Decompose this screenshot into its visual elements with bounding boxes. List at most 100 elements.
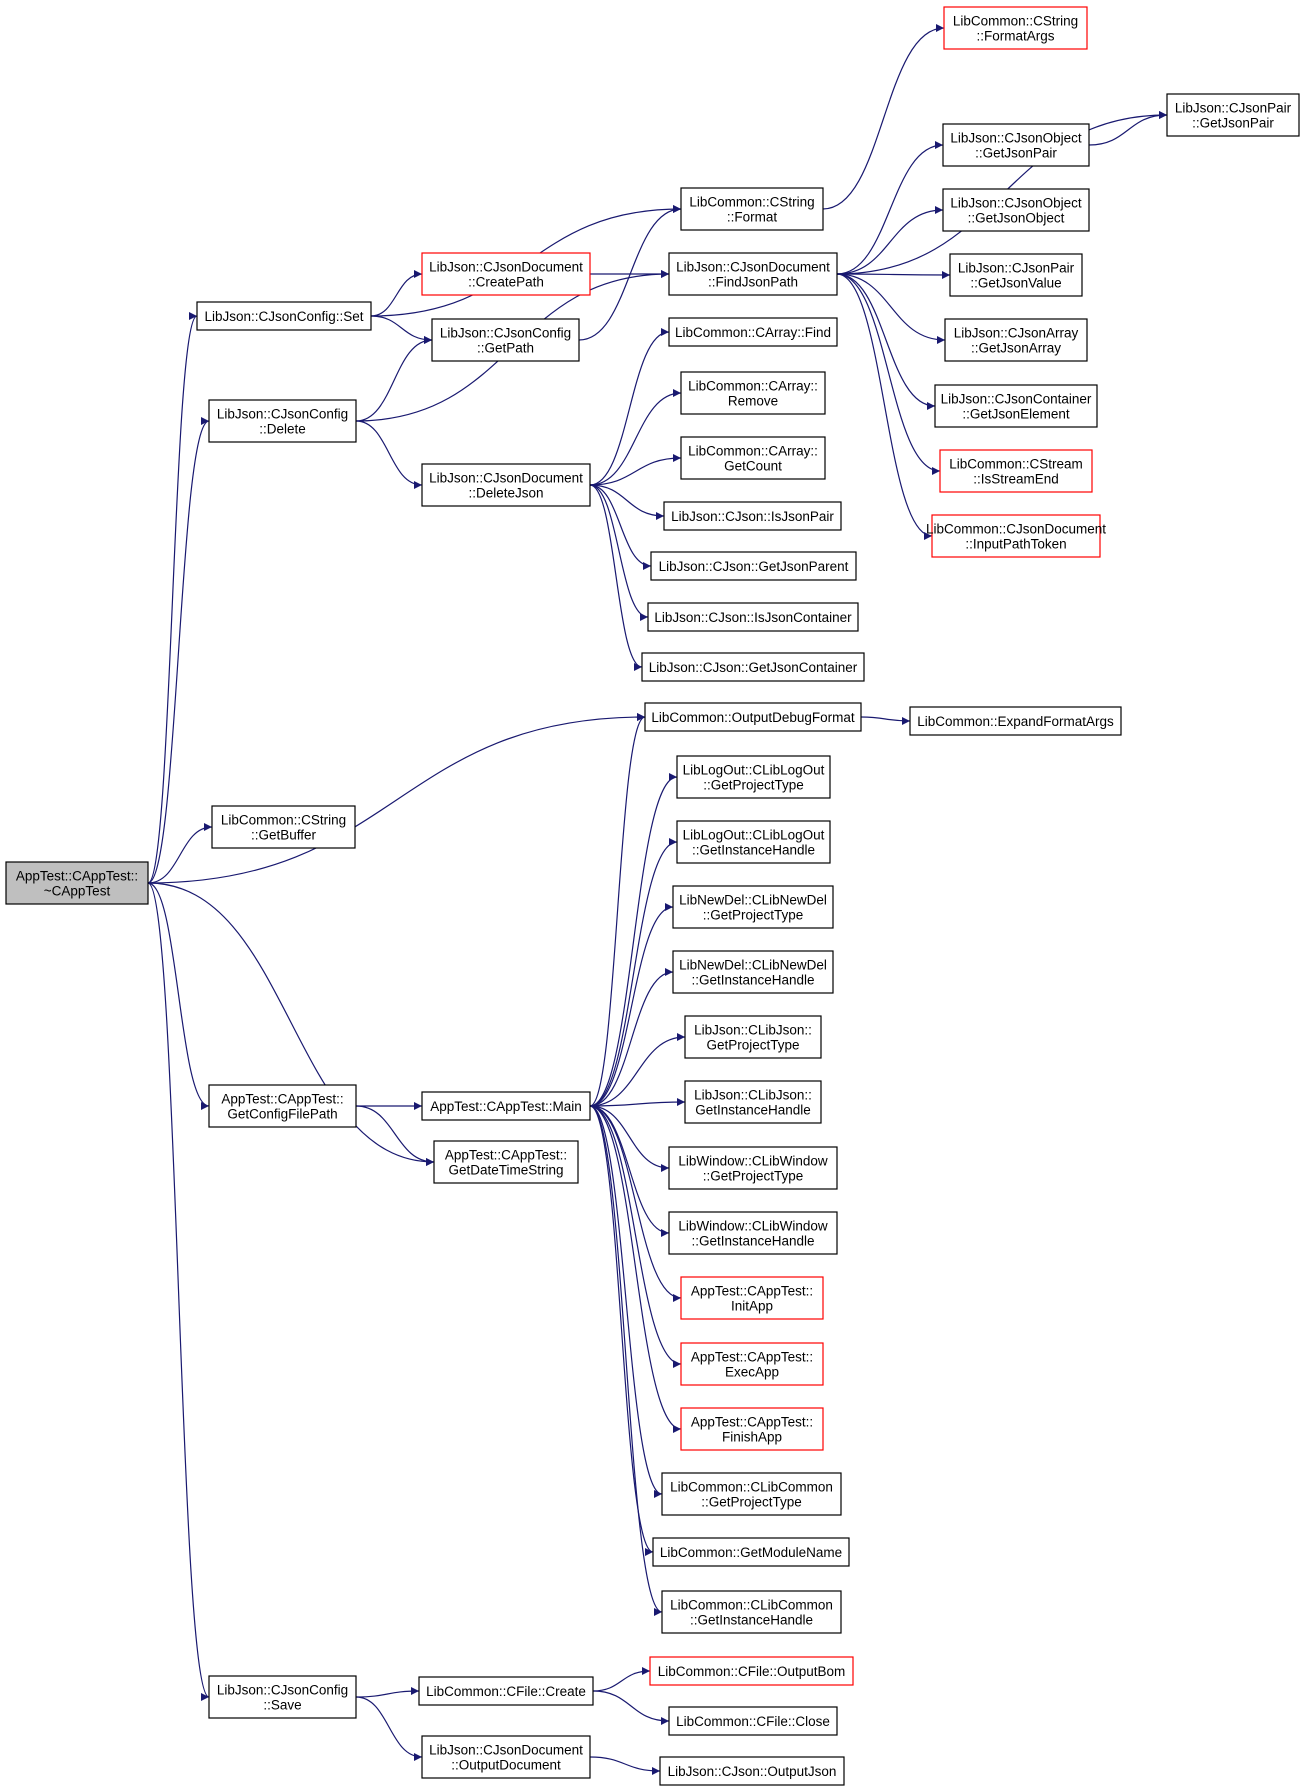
node-label: AppTest::CAppTest::: [691, 1284, 813, 1299]
node-label: LibJson::CJsonDocument: [429, 471, 583, 486]
node-ndproj[interactable]: LibNewDel::CLibNewDel::GetProjectType: [672, 885, 834, 929]
node-label: GetDateTimeString: [448, 1163, 563, 1178]
node-wininst[interactable]: LibWindow::CLibWindow::GetInstanceHandle: [668, 1211, 838, 1255]
node-outputjson[interactable]: LibJson::CJson::OutputJson: [659, 1756, 845, 1786]
node-label: ::GetJsonPair: [975, 146, 1057, 161]
node-label: ::InputPathToken: [965, 537, 1066, 552]
node-label: ::GetJsonElement: [962, 407, 1070, 422]
edge-deletejson-to-arrfind: [589, 328, 670, 486]
node-label: LibJson::CJsonObject: [950, 196, 1082, 211]
edge-root-to-getdatetime: [147, 882, 435, 1166]
node-label: LibJson::CLibJson::: [694, 1088, 812, 1103]
node-getjsonparent[interactable]: LibJson::CJson::GetJsonParent: [650, 551, 857, 581]
node-isstreamend[interactable]: LibCommon::CStream::IsStreamEnd: [939, 449, 1093, 493]
node-label: LibJson::CJson::GetJsonContainer: [649, 660, 858, 675]
node-box: [680, 1342, 824, 1386]
node-label: ::GetJsonObject: [968, 211, 1065, 226]
node-label: LibWindow::CLibWindow: [678, 1219, 828, 1234]
node-label: LibCommon::CString: [689, 195, 814, 210]
edge-format-to-formatargs: [822, 24, 945, 210]
node-loginst[interactable]: LibLogOut::CLibLogOut::GetInstanceHandle: [676, 820, 831, 864]
edge-root-to-odf: [147, 713, 646, 884]
node-lcproj[interactable]: LibCommon::CLibCommon::GetProjectType: [661, 1472, 842, 1516]
node-createpath[interactable]: LibJson::CJsonDocument::CreatePath: [421, 252, 591, 296]
node-ljinst[interactable]: LibJson::CLibJson::GetInstanceHandle: [684, 1080, 822, 1124]
node-getdatetime[interactable]: AppTest::CAppTest::GetDateTimeString: [433, 1140, 579, 1184]
edge-set-to-getpath: [370, 315, 433, 344]
node-box: [684, 1080, 822, 1124]
edge-deletejson-to-isjsonpair: [589, 484, 665, 520]
node-filecreate[interactable]: LibCommon::CFile::Create: [418, 1676, 594, 1706]
node-ljproj[interactable]: LibJson::CLibJson::GetProjectType: [684, 1015, 822, 1059]
node-formatargs[interactable]: LibCommon::CString::FormatArgs: [943, 6, 1088, 50]
node-getpath[interactable]: LibJson::CJsonConfig::GetPath: [431, 318, 580, 362]
node-modname[interactable]: LibCommon::GetModuleName: [652, 1537, 850, 1567]
node-label: ::CreatePath: [468, 275, 544, 290]
node-label: ExecApp: [725, 1365, 779, 1380]
node-expandfmt[interactable]: LibCommon::ExpandFormatArgs: [909, 706, 1122, 736]
node-getjsonpair[interactable]: LibJson::CJsonPair::GetJsonPair: [1166, 93, 1300, 137]
node-fileclose[interactable]: LibCommon::CFile::Close: [668, 1706, 838, 1736]
node-label: AppTest::CAppTest::: [16, 869, 138, 884]
edge-findjsonpath-to-pairgetvalue: [836, 270, 951, 279]
edge-findjsonpath-to-inputpath: [836, 273, 933, 540]
node-save[interactable]: LibJson::CJsonConfig::Save: [208, 1675, 357, 1719]
node-box: [668, 1211, 838, 1255]
edge-odf-to-expandfmt: [860, 716, 911, 725]
node-getjsoncontainer[interactable]: LibJson::CJson::GetJsonContainer: [641, 652, 865, 682]
node-box: [676, 820, 831, 864]
node-box: [661, 1590, 842, 1634]
node-box: [668, 1146, 838, 1190]
node-box: [421, 252, 591, 296]
node-arrgetarr[interactable]: LibJson::CJsonArray::GetJsonArray: [944, 318, 1088, 362]
node-label: LibNewDel::CLibNewDel: [679, 893, 827, 908]
node-box: [672, 950, 834, 994]
node-findjsonpath[interactable]: LibJson::CJsonDocument::FindJsonPath: [668, 252, 838, 296]
node-label: FinishApp: [722, 1430, 782, 1445]
node-label: LibJson::CJsonContainer: [941, 392, 1092, 407]
node-label: Remove: [728, 394, 778, 409]
node-logproj[interactable]: LibLogOut::CLibLogOut::GetProjectType: [676, 755, 831, 799]
node-ndinst[interactable]: LibNewDel::CLibNewDel::GetInstanceHandle: [672, 950, 834, 994]
node-lcinst[interactable]: LibCommon::CLibCommon::GetInstanceHandle: [661, 1590, 842, 1634]
node-outputdoc[interactable]: LibJson::CJsonDocument::OutputDocument: [421, 1735, 591, 1779]
node-root[interactable]: AppTest::CAppTest::~CAppTest: [5, 861, 149, 905]
node-arrremove[interactable]: LibCommon::CArray::Remove: [680, 371, 826, 415]
node-arrfind[interactable]: LibCommon::CArray::Find: [668, 317, 838, 347]
node-getconfig[interactable]: AppTest::CAppTest::GetConfigFilePath: [208, 1084, 357, 1128]
node-label: ::GetInstanceHandle: [691, 1234, 814, 1249]
node-label: LibJson::CJsonObject: [950, 131, 1082, 146]
node-outputbom[interactable]: LibCommon::CFile::OutputBom: [649, 1656, 854, 1686]
node-box: [931, 514, 1101, 558]
node-box: [943, 6, 1088, 50]
node-main[interactable]: AppTest::CAppTest::Main: [421, 1091, 591, 1121]
node-format[interactable]: LibCommon::CString::Format: [680, 187, 824, 231]
node-finishapp[interactable]: AppTest::CAppTest::FinishApp: [680, 1407, 824, 1451]
node-label: ::GetProjectType: [701, 1495, 802, 1510]
node-label: LibJson::CJsonConfig: [217, 1683, 348, 1698]
edge-main-to-initapp: [589, 1105, 682, 1302]
node-deletejson[interactable]: LibJson::CJsonDocument::DeleteJson: [421, 463, 591, 507]
node-pairgetvalue[interactable]: LibJson::CJsonPair::GetJsonValue: [949, 253, 1083, 297]
node-odf[interactable]: LibCommon::OutputDebugFormat: [644, 702, 862, 732]
node-set[interactable]: LibJson::CJsonConfig::Set: [196, 301, 372, 331]
node-label: ::GetBuffer: [251, 828, 317, 843]
node-initapp[interactable]: AppTest::CAppTest::InitApp: [680, 1276, 824, 1320]
node-arrcount[interactable]: LibCommon::CArray::GetCount: [680, 436, 826, 480]
node-box: [431, 318, 580, 362]
node-getbuffer[interactable]: LibCommon::CString::GetBuffer: [211, 805, 356, 849]
node-label: LibJson::CJsonPair: [958, 261, 1075, 276]
edge-main-to-ljinst: [589, 1098, 686, 1107]
node-objgetobj[interactable]: LibJson::CJsonObject::GetJsonObject: [942, 188, 1090, 232]
node-objgetpair[interactable]: LibJson::CJsonObject::GetJsonPair: [942, 123, 1090, 167]
node-label: LibCommon::CString: [953, 14, 1078, 29]
node-label: LibCommon::CArray::: [688, 444, 818, 459]
node-isjsonpair[interactable]: LibJson::CJson::IsJsonPair: [663, 501, 842, 531]
node-delete[interactable]: LibJson::CJsonConfig::Delete: [208, 399, 357, 443]
node-contgetelem[interactable]: LibJson::CJsonContainer::GetJsonElement: [934, 384, 1098, 428]
node-box: [1166, 93, 1300, 137]
node-isjsoncontainer[interactable]: LibJson::CJson::IsJsonContainer: [647, 602, 859, 632]
node-inputpath[interactable]: LibCommon::CJsonDocument::InputPathToken: [926, 514, 1106, 558]
node-execapp[interactable]: AppTest::CAppTest::ExecApp: [680, 1342, 824, 1386]
node-winproj[interactable]: LibWindow::CLibWindow::GetProjectType: [668, 1146, 838, 1190]
